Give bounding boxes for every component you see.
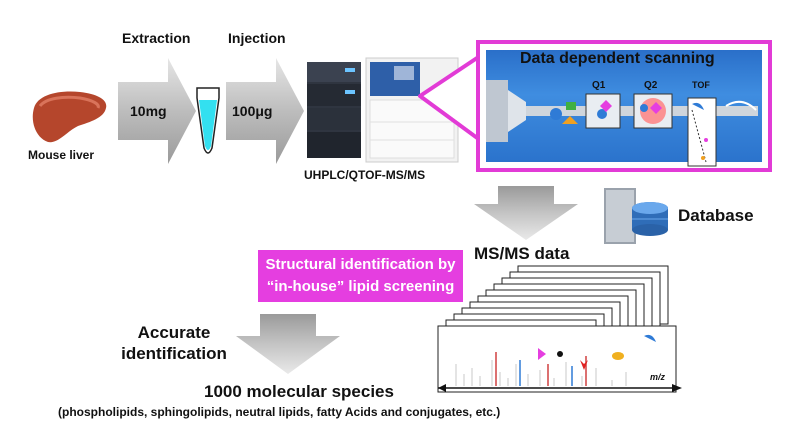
lipid-screening-box: Structural identification by “in-house” …	[258, 250, 463, 302]
tof-label: TOF	[692, 80, 710, 90]
injection-label: Injection	[228, 30, 286, 46]
extraction-label: Extraction	[122, 30, 191, 46]
database-server-icon	[600, 186, 674, 251]
uhplc-instrument-icon	[305, 60, 363, 165]
sample-tube-icon	[194, 87, 222, 163]
msms-data-label: MS/MS data	[474, 244, 570, 263]
q2-label: Q2	[644, 80, 658, 91]
qtof-instrument-icon	[364, 52, 460, 169]
mouse-liver-icon	[30, 88, 110, 146]
injection-arrow	[226, 58, 304, 169]
database-label: Database	[678, 206, 754, 225]
screening-line1: Structural identification by	[265, 256, 456, 273]
accurate-identification-label: Accurate identification	[104, 322, 244, 364]
dda-title: Data dependent scanning	[520, 50, 715, 67]
extraction-arrow	[118, 58, 196, 169]
result-title: 1000 molecular species	[204, 382, 394, 401]
msms-spectra-stack	[436, 264, 686, 405]
screening-line2: “in-house” lipid screening	[266, 278, 455, 295]
extraction-amount: 10mg	[130, 103, 167, 119]
identification-line2: identification	[121, 344, 227, 363]
q1-label: Q1	[592, 80, 606, 91]
mz-axis-label: m/z	[650, 372, 666, 382]
mouse-liver-label: Mouse liver	[28, 148, 95, 162]
down-arrow-result	[236, 314, 340, 379]
instrument-label: UHPLC/QTOF-MS/MS	[304, 168, 426, 182]
result-subtitle: (phospholipids, sphingolipids, neutral l…	[58, 405, 501, 419]
identification-line1: Accurate	[137, 323, 211, 342]
ms-schematic: Q1 Q2 TOF	[486, 50, 762, 167]
injection-amount: 100μg	[232, 103, 273, 119]
down-arrow-msms	[474, 186, 578, 245]
data-dependent-scanning-panel: Q1 Q2 TOF Data dependent scanning	[476, 40, 772, 172]
